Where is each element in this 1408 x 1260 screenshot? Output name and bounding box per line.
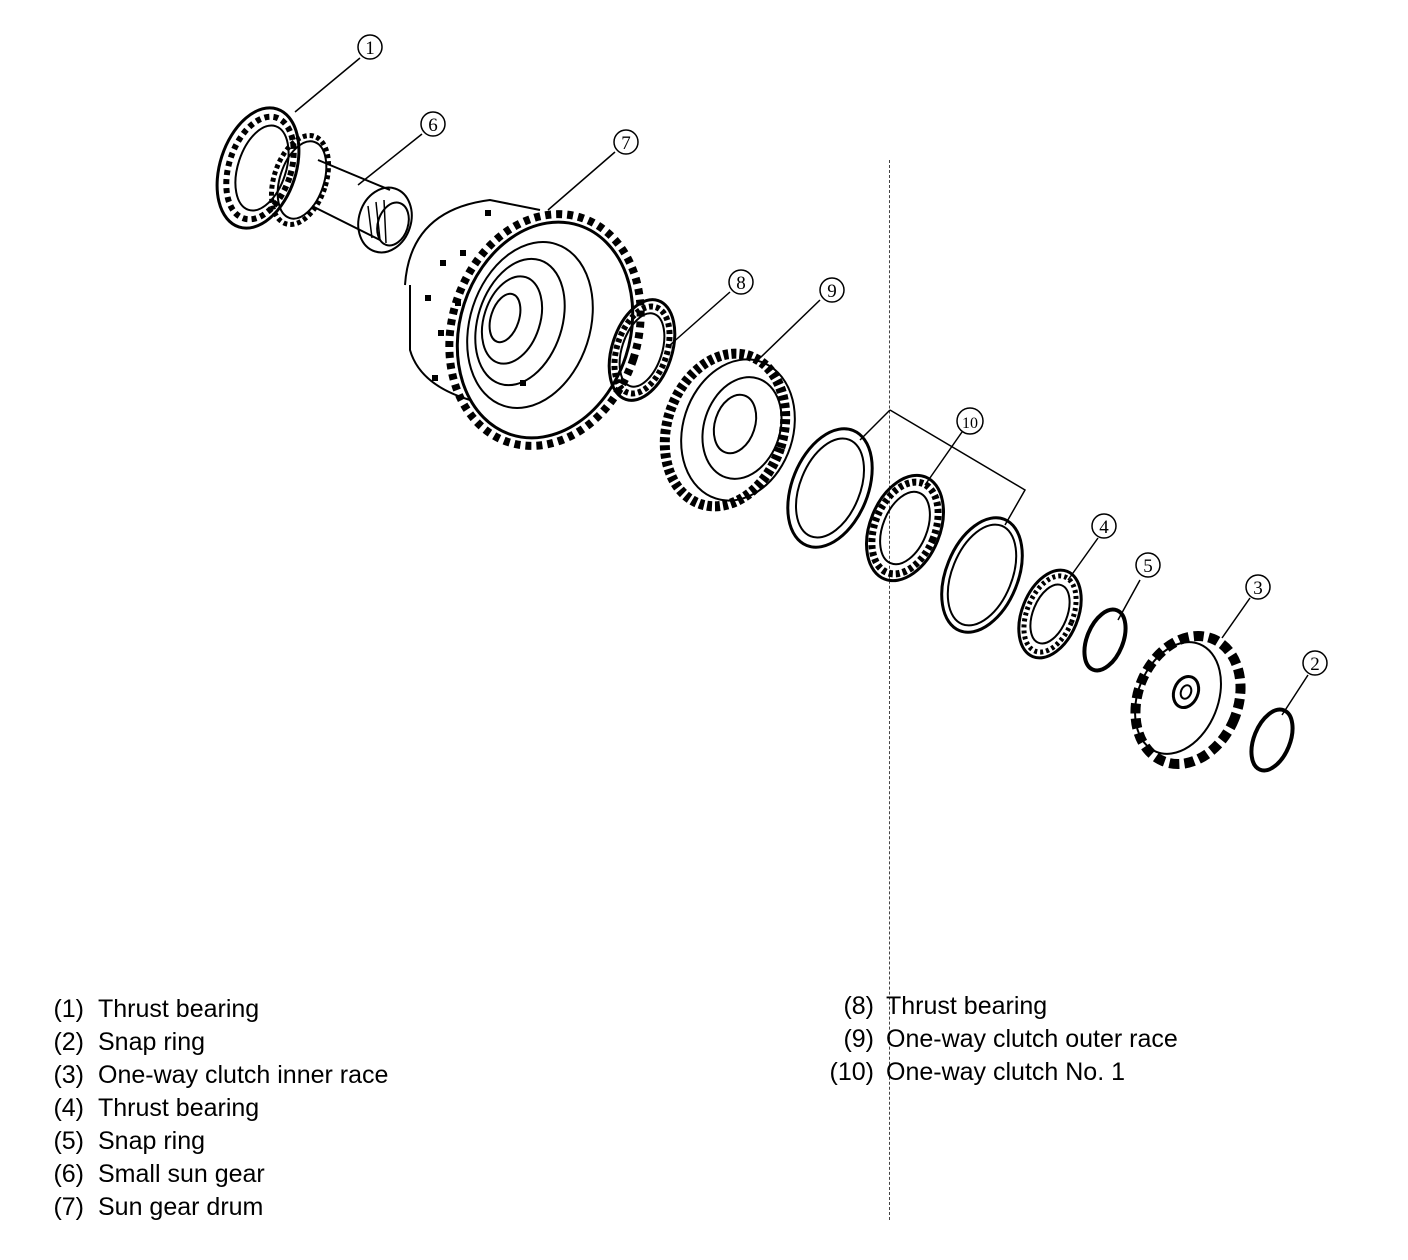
callout-7: 7 bbox=[621, 133, 631, 154]
legend-item: (10) One-way clutch No. 1 bbox=[800, 1056, 1360, 1089]
callout-circle-3 bbox=[1245, 574, 1271, 600]
legend-label: Sun gear drum bbox=[98, 1193, 264, 1221]
legend-item: (2) Snap ring bbox=[40, 1026, 540, 1059]
legend-item: (4) Thrust bearing bbox=[40, 1092, 540, 1125]
legend-label: One-way clutch No. 1 bbox=[886, 1058, 1125, 1086]
legend-label: Thrust bearing bbox=[98, 995, 260, 1023]
part-one-way-clutch-no1 bbox=[865, 473, 945, 583]
part-one-way-clutch-outer-race bbox=[659, 348, 796, 512]
part-thrust-bearing-4 bbox=[1017, 568, 1083, 660]
part-small-sun-gear bbox=[268, 133, 413, 254]
callout-circle-6 bbox=[420, 111, 446, 137]
legend-number: (8) bbox=[843, 992, 874, 1020]
callout-1: 1 bbox=[365, 38, 375, 59]
callout-10: 10 bbox=[962, 415, 978, 432]
legend-label: Thrust bearing bbox=[98, 1094, 260, 1122]
legend-right: (8) Thrust bearing (9) One-way clutch ou… bbox=[800, 990, 1360, 1100]
leader-lines bbox=[294, 57, 1309, 716]
callout-6: 6 bbox=[428, 115, 438, 136]
legend-label: Snap ring bbox=[98, 1127, 206, 1155]
part-one-way-clutch-inner-race bbox=[1130, 631, 1246, 769]
legend-item: (3) One-way clutch inner race bbox=[40, 1059, 540, 1092]
exploded-view-diagram: 1 2 3 4 5 6 7 8 9 10 bbox=[215, 34, 1328, 773]
callout-circle-4 bbox=[1091, 513, 1117, 539]
callout-2: 2 bbox=[1310, 654, 1320, 675]
callout-5: 5 bbox=[1143, 556, 1153, 577]
legend-item: (9) One-way clutch outer race bbox=[800, 1023, 1360, 1056]
part-thrust-bearing-8 bbox=[607, 298, 677, 402]
callout-circle-8 bbox=[728, 269, 754, 295]
legend-number: (9) bbox=[843, 1025, 874, 1053]
center-axis-line bbox=[889, 160, 890, 1220]
legend-item: (7) Sun gear drum bbox=[40, 1191, 540, 1224]
part-snap-ring-2 bbox=[1249, 707, 1295, 773]
legend-item: (8) Thrust bearing bbox=[800, 990, 1360, 1023]
part-ring-a bbox=[786, 427, 874, 549]
legend-number: (10) bbox=[829, 1058, 874, 1086]
legend-number: (6) bbox=[53, 1160, 84, 1188]
legend-item: (1) Thrust bearing bbox=[40, 993, 540, 1026]
callout-circle-5 bbox=[1135, 552, 1161, 578]
legend-label: One-way clutch inner race bbox=[98, 1061, 389, 1089]
legend-label: Snap ring bbox=[98, 1028, 206, 1056]
callout-circle-7 bbox=[613, 129, 639, 155]
legend-label: One-way clutch outer race bbox=[886, 1025, 1178, 1053]
part-ring-b bbox=[940, 516, 1024, 634]
legend-label: Small sun gear bbox=[98, 1160, 265, 1188]
part-snap-ring-5 bbox=[1082, 607, 1128, 673]
legend-number: (2) bbox=[53, 1028, 84, 1056]
legend-item: (6) Small sun gear bbox=[40, 1158, 540, 1191]
legend-number: (4) bbox=[53, 1094, 84, 1122]
callout-circle-1 bbox=[357, 34, 383, 60]
legend-left: (1) Thrust bearing (2) Snap ring (3) One… bbox=[40, 993, 540, 1233]
legend-number: (5) bbox=[53, 1127, 84, 1155]
callout-circle-9 bbox=[819, 277, 845, 303]
legend-number: (3) bbox=[53, 1061, 84, 1089]
callout-circle-10 bbox=[956, 407, 984, 435]
callout-9: 9 bbox=[827, 281, 837, 302]
callout-8: 8 bbox=[736, 273, 746, 294]
legend-label: Thrust bearing bbox=[886, 992, 1048, 1020]
part-sun-gear-drum bbox=[404, 198, 645, 450]
callout-3: 3 bbox=[1253, 578, 1263, 599]
legend-number: (1) bbox=[53, 995, 84, 1023]
legend-item: (5) Snap ring bbox=[40, 1125, 540, 1158]
callout-4: 4 bbox=[1099, 517, 1109, 538]
legend-number: (7) bbox=[53, 1193, 84, 1221]
part-thrust-bearing-1 bbox=[215, 106, 301, 230]
callout-circle-2 bbox=[1302, 650, 1328, 676]
